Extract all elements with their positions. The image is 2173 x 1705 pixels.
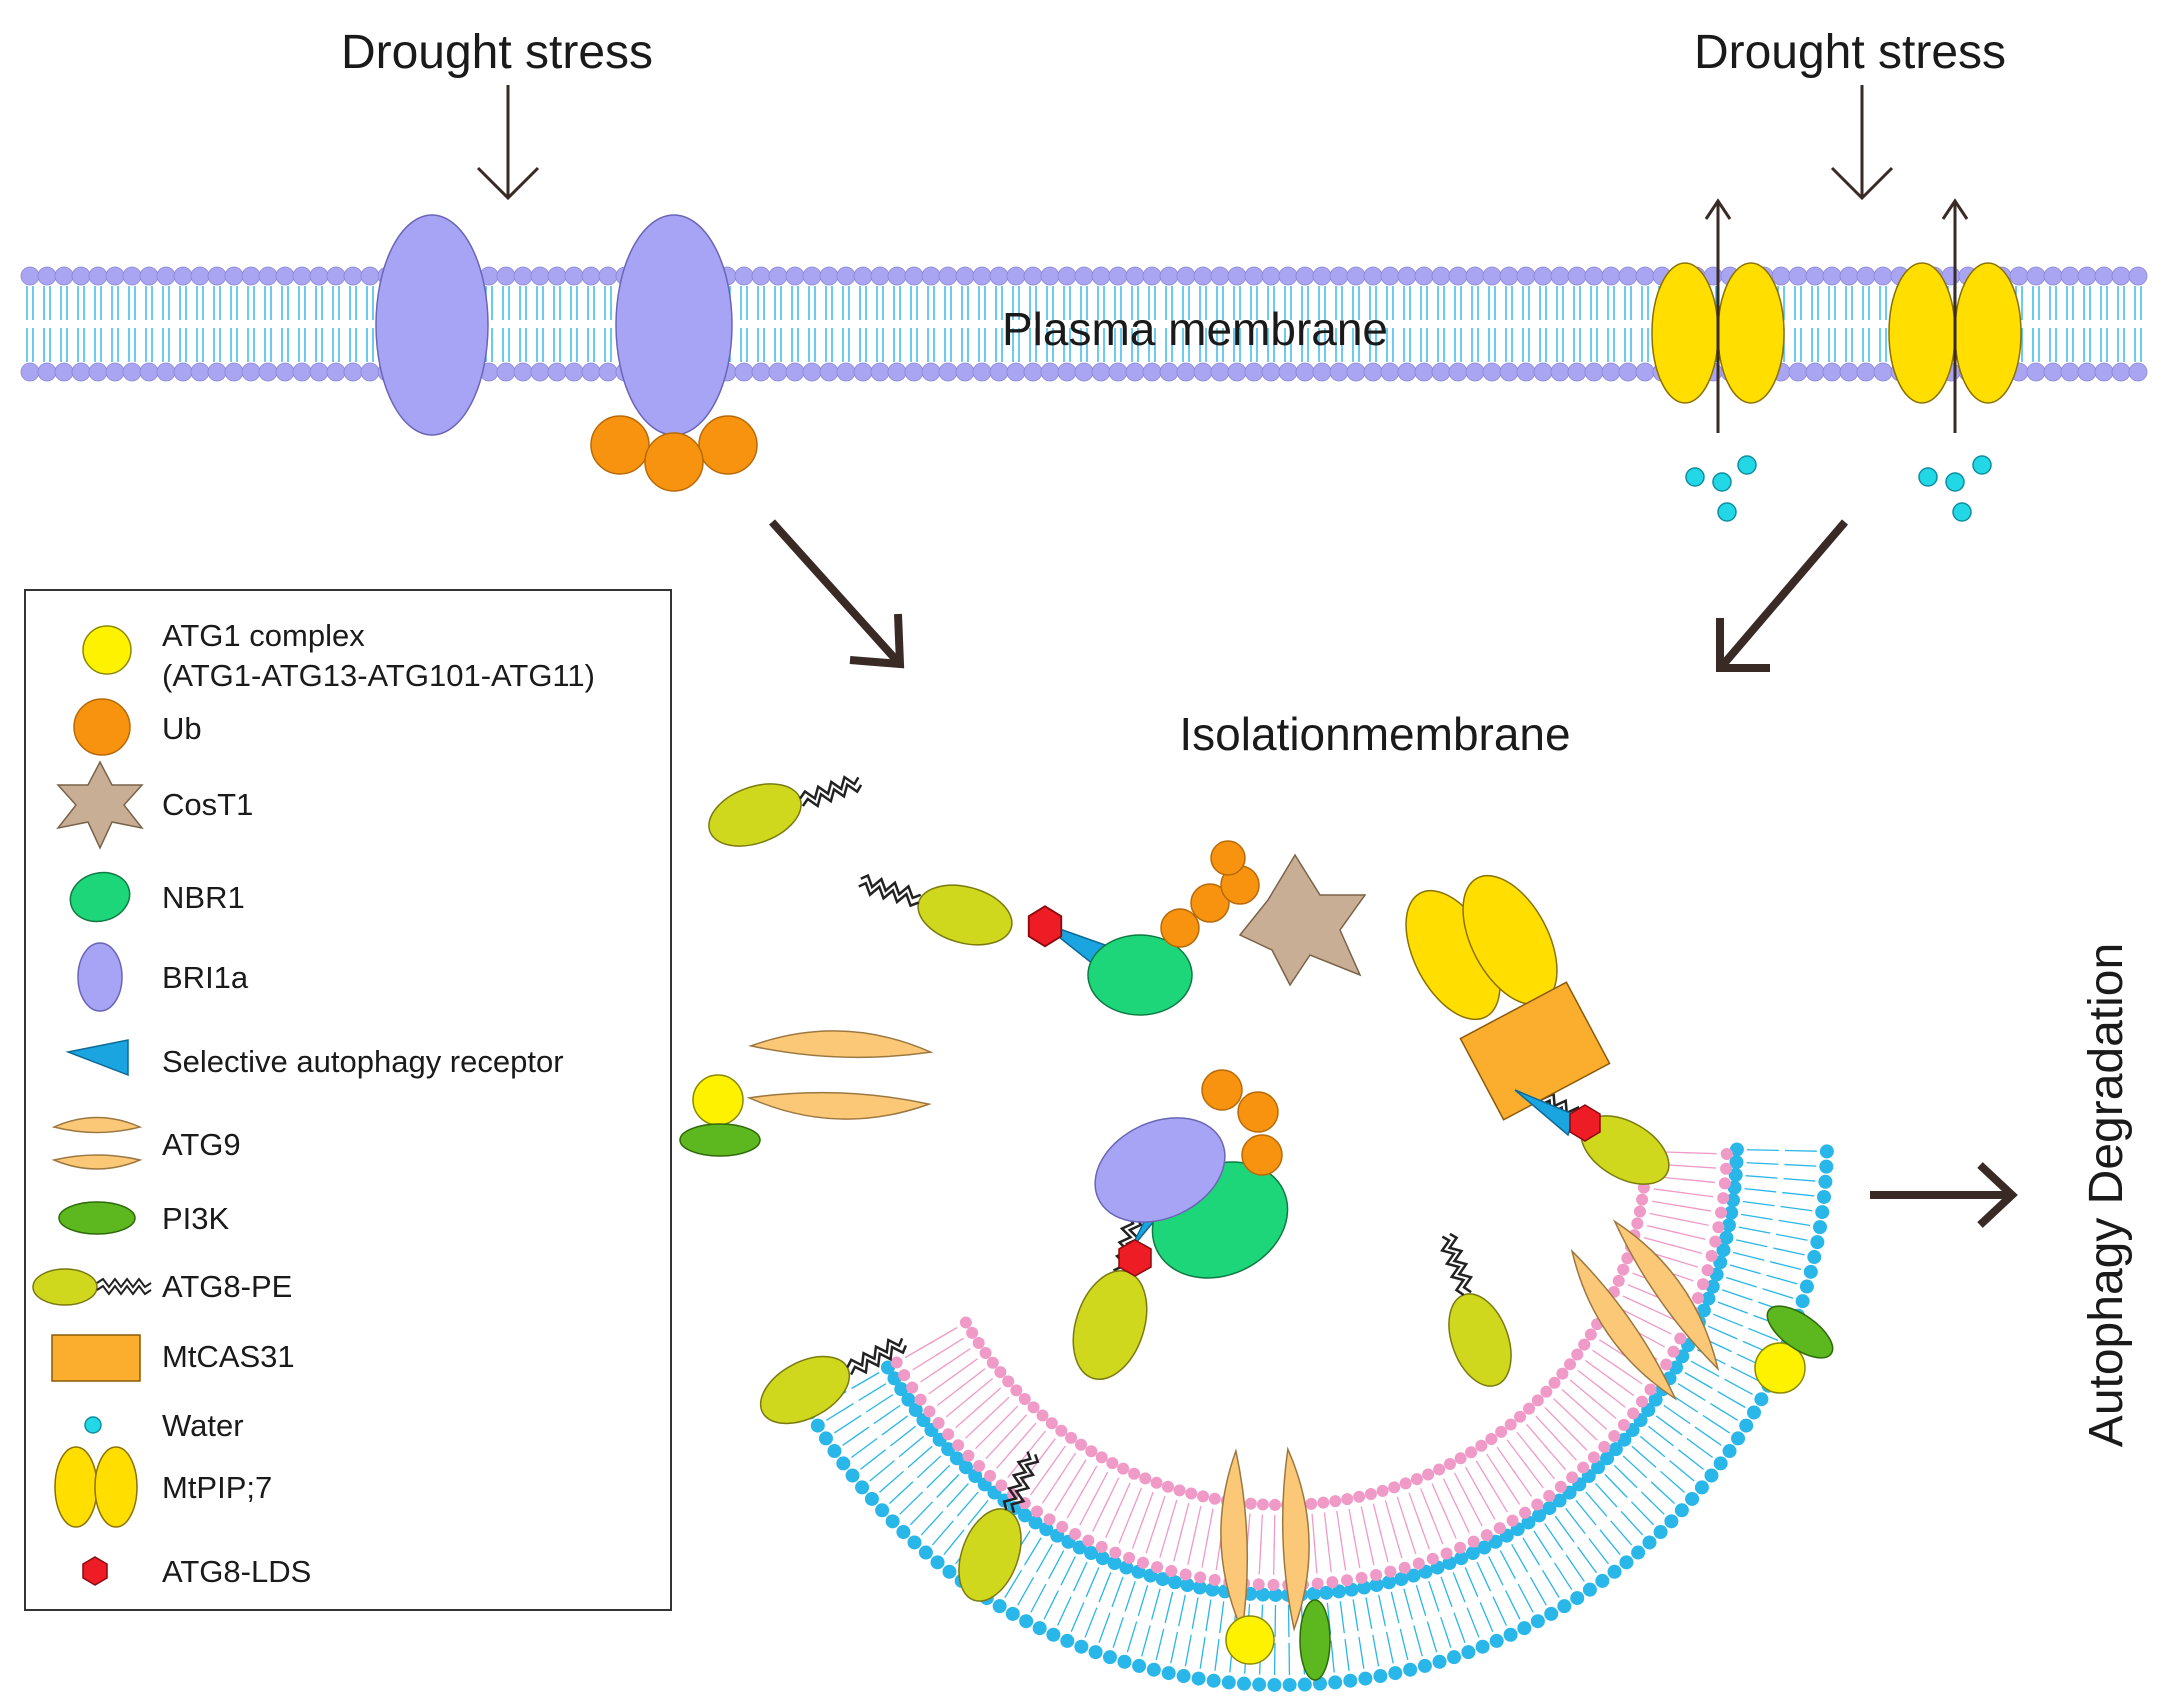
nbr1-icon — [69, 871, 131, 923]
atg8-pe-icon — [32, 1268, 152, 1306]
drought-arrow-right — [1830, 85, 1894, 201]
atg1-complex-icon — [82, 625, 132, 675]
arrow-to-degradation — [1870, 1162, 2018, 1228]
legend-sublabel-atg1: (ATG1-ATG13-ATG101-ATG11) — [162, 658, 595, 693]
ub-chain-membrane — [590, 415, 758, 492]
legend-label-ub: Ub — [162, 711, 202, 746]
plasma-membrane-label: Plasma membrane — [1002, 303, 1388, 355]
cost1-star — [1238, 853, 1367, 987]
legend-label-cost1: CosT1 — [162, 787, 253, 822]
isolation-membrane-proteins — [679, 749, 1834, 1681]
mtcas31-icon — [51, 1334, 141, 1382]
arrow-to-isolation-left — [769, 519, 905, 669]
bri1a-receptor-left — [375, 214, 489, 436]
mtpip7-left — [1651, 198, 1785, 433]
pi3k-icon — [58, 1201, 136, 1235]
arrow-to-isolation-right — [1716, 519, 1849, 672]
autophagy-degradation-label: Autophagy Degradation — [2080, 943, 2133, 1447]
legend-label-pi3k: PI3K — [162, 1201, 230, 1236]
legend-label-atg1: ATG1 complex — [162, 618, 365, 653]
legend-label-mtcas31: MtCAS31 — [162, 1339, 295, 1374]
bri1a-icon — [77, 942, 123, 1012]
ub-icon — [73, 698, 131, 756]
atg9-icon — [51, 1116, 143, 1170]
water-icon — [84, 1416, 102, 1434]
atg8-lds-icon — [82, 1556, 108, 1586]
mtpip7-icon — [54, 1446, 138, 1528]
bri1a-receptor-right — [615, 214, 733, 436]
legend-label-water: Water — [162, 1408, 244, 1443]
selective-autophagy-receptor-icon — [65, 1039, 129, 1077]
legend: ATG1 complex (ATG1-ATG13-ATG101-ATG11) U… — [24, 589, 672, 1611]
cost1-icon — [56, 760, 144, 850]
drought-stress-label-right: Drought stress — [1694, 26, 2006, 79]
legend-label-atg8-lds: ATG8-LDS — [162, 1554, 311, 1589]
legend-label-atg8-pe: ATG8-PE — [162, 1269, 292, 1304]
legend-label-bri1a: BRI1a — [162, 960, 249, 995]
legend-label-atg9: ATG9 — [162, 1127, 241, 1162]
isolation-membrane-label: Isolationmembrane — [1179, 708, 1570, 760]
legend-label-nbr1: NBR1 — [162, 880, 245, 915]
legend-label-receptor: Selective autophagy receptor — [162, 1044, 564, 1079]
water-molecules — [1685, 455, 1992, 522]
legend-label-mtpip7: MtPIP;7 — [162, 1470, 272, 1505]
drought-arrow-left — [476, 85, 540, 201]
drought-stress-label-left: Drought stress — [341, 26, 653, 79]
mtpip7-right — [1888, 198, 2022, 433]
